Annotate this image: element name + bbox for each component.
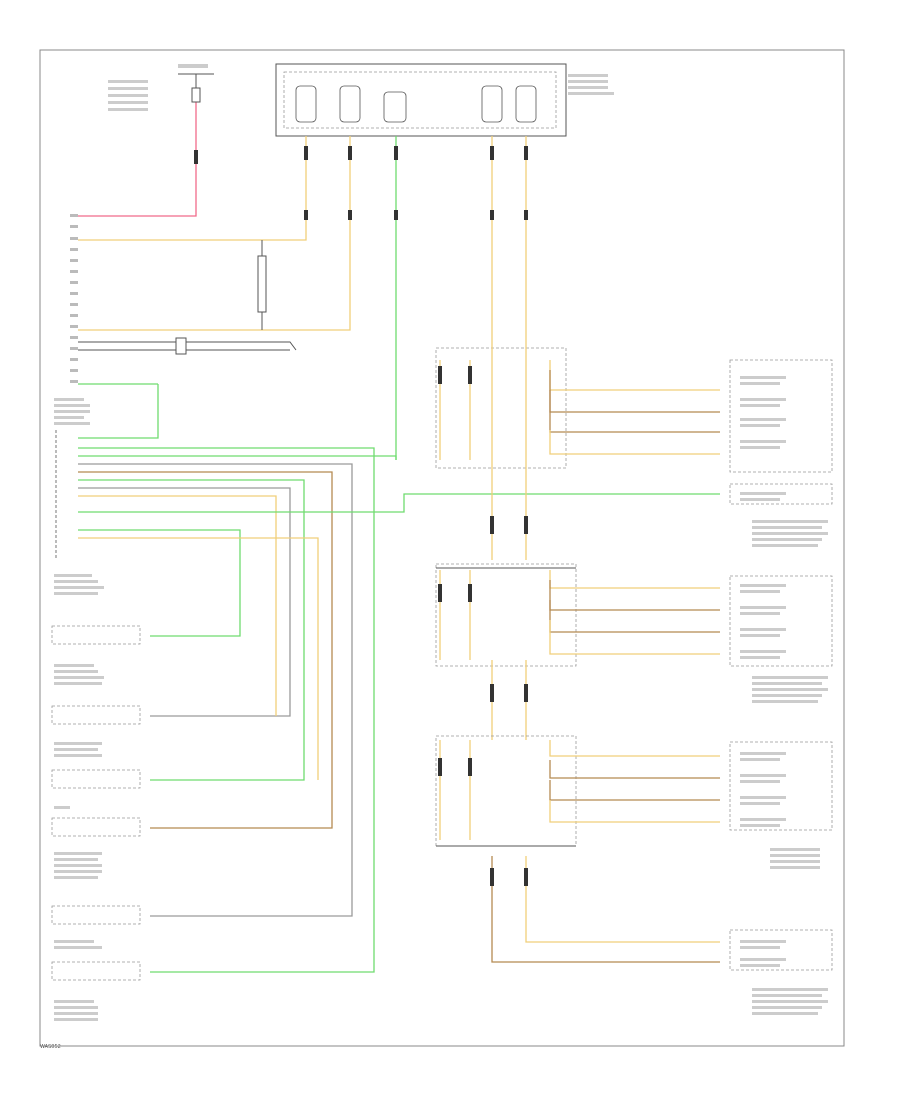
splice-pack-upper <box>435 340 720 560</box>
yellow-wires-top <box>78 136 527 340</box>
left-lower-devices <box>51 625 141 981</box>
ground-wires <box>78 337 297 355</box>
splice-pack-middle <box>435 563 720 740</box>
fuse-label <box>108 64 208 111</box>
module-connector-pins <box>295 85 537 123</box>
diagram-frame <box>39 49 845 1047</box>
module-label-lines <box>568 74 614 95</box>
left-module-wires <box>78 447 720 973</box>
multifunction-switch <box>257 240 267 330</box>
fuse-symbol <box>178 73 214 103</box>
footer-code: WAS052 <box>40 1044 61 1050</box>
pink-supply-wire <box>78 100 197 217</box>
green-wire-top <box>78 136 397 460</box>
left-connector-pins <box>70 214 78 383</box>
right-devices <box>729 359 833 971</box>
left-module-labels <box>54 398 90 425</box>
splice-pack-lower <box>435 735 720 847</box>
inline-connectors <box>194 146 528 886</box>
right-device-label-lines <box>740 376 828 1015</box>
left-lower-label-lines <box>54 574 104 1021</box>
